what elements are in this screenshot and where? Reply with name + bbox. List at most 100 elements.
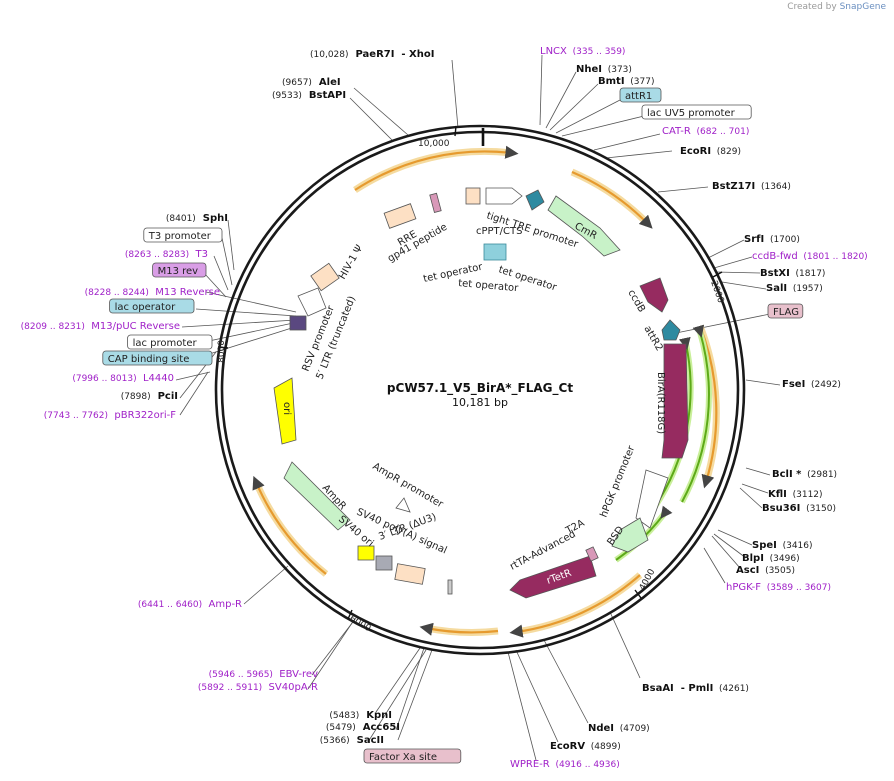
site-pos: (3150): [800, 504, 836, 514]
site-name: CAP binding site: [108, 354, 190, 365]
site-name: M13 rev: [158, 266, 199, 277]
site-pos: (9533): [272, 91, 302, 101]
inner-features: [273, 187, 689, 599]
site-pos: (1957): [787, 284, 823, 294]
site-label-lncx: LNCX (335 .. 359): [540, 46, 625, 57]
site-name: SV40pA-R: [262, 682, 318, 693]
ring-ticks: [217, 125, 723, 620]
site-name: NdeI: [588, 723, 614, 734]
site-label-pbr322ori-f: (7743 .. 7762) pBR322ori-F: [44, 410, 176, 421]
site-label-blpi: BlpI (3496): [742, 553, 800, 564]
site-name: Amp-R: [202, 599, 242, 610]
label-gp41-peptide: gp41 peptide: [386, 222, 449, 265]
site-label-sali: SalI (1957): [766, 283, 823, 294]
site-label-nhei: NheI (373): [576, 64, 632, 75]
svg-text:NdeI (4709): NdeI (4709): [588, 723, 650, 734]
site-name: lac promoter: [133, 338, 198, 349]
svg-text:BstZ17I (1364): BstZ17I (1364): [712, 181, 791, 192]
svg-text:EcoRI (829): EcoRI (829): [680, 146, 741, 157]
feature-gp41-box: [429, 192, 442, 213]
site-range: (8263 .. 8283): [125, 250, 189, 260]
site-label-bstz17i: BstZ17I (1364): [712, 181, 791, 192]
label-attr2: attR2: [641, 324, 664, 353]
svg-text:hPGK-F (3589 .. 3607): hPGK-F (3589 .. 3607): [726, 582, 831, 593]
site-range: (8209 .. 8231): [21, 322, 85, 332]
svg-text:BlpI (3496): BlpI (3496): [742, 553, 800, 564]
site-label-sphi: (8401) SphI: [166, 213, 228, 224]
site-name: CAT-R: [662, 126, 691, 137]
site-pos: (2981): [801, 470, 837, 480]
site-label-amp-r: (6441 .. 6460) Amp-R: [138, 599, 242, 610]
site-label-acc65i: (5479) Acc65I: [326, 722, 400, 733]
site-label-flag: FLAG: [767, 303, 804, 319]
site-pos: (377): [625, 77, 655, 87]
backbone-ring: [214, 124, 746, 656]
site-label-bsu36i: Bsu36I (3150): [762, 503, 836, 514]
site-name: FseI: [782, 379, 805, 390]
feature-cppt-box: [465, 187, 481, 205]
svg-text:(9533) BstAPI: (9533) BstAPI: [272, 90, 346, 101]
site-name: lac operator: [115, 302, 176, 313]
svg-text:(5892 .. 5911) SV40pA-R: (5892 .. 5911) SV40pA-R: [198, 682, 318, 693]
site-label-cap-binding-site: CAP binding site: [102, 350, 213, 366]
site-label-m13-reverse: (8228 .. 8244) M13 Reverse: [85, 287, 220, 298]
feature-ampr-arrow: [283, 461, 351, 531]
snapgene-logo: SnapGene: [839, 2, 886, 12]
site-name: PaeR7I: [349, 49, 395, 60]
site-name: SrfI: [744, 234, 764, 245]
site-label-m13-puc-reverse: (8209 .. 8231) M13/pUC Reverse: [21, 321, 180, 332]
feature-attr2-mark: [661, 319, 681, 341]
svg-text:BsaAI - PmlI (4261): BsaAI - PmlI (4261): [642, 683, 749, 694]
feature-ampr-promoter-arrow: [395, 497, 411, 513]
site-label-ecorv: EcoRV (4899): [550, 741, 621, 752]
svg-text:(8401) SphI: (8401) SphI: [166, 213, 228, 224]
site-label-wpre-r: WPRE-R (4916 .. 4936): [510, 759, 620, 770]
site-pos: (829): [711, 147, 741, 157]
feature-tet-operator-box: [483, 243, 507, 261]
label-ori: ori: [281, 402, 292, 415]
site-name: NheI: [576, 64, 602, 75]
site-pos: (7898): [121, 392, 151, 402]
svg-text:(5479) Acc65I: (5479) Acc65I: [326, 722, 400, 733]
site-label-lac-operator: lac operator: [109, 298, 195, 314]
site-label-bcli-: BclI * (2981): [772, 469, 837, 480]
site-range: (7743 .. 7762): [44, 411, 108, 421]
site-label-kfli: KflI (3112): [768, 489, 823, 500]
svg-text:ccdB-fwd (1801 .. 1820): ccdB-fwd (1801 .. 1820): [752, 251, 868, 262]
site-name: EcoRI: [680, 146, 711, 157]
site-pos: (8401): [166, 214, 196, 224]
site-name: Factor Xa site: [369, 752, 437, 763]
site-name: attR1: [625, 91, 652, 102]
feature-rre-box: [383, 203, 417, 229]
site-pos: (10,028): [310, 50, 349, 60]
site-name: KflI: [768, 489, 787, 500]
plasmid-size: 10,181 bp: [452, 396, 508, 409]
site-pos: (1817): [790, 269, 826, 279]
site-name: BstAPI: [302, 90, 346, 101]
svg-text:SrfI (1700): SrfI (1700): [744, 234, 800, 245]
site-pos: (9657): [282, 78, 312, 88]
svg-text:(7996 .. 8013) L4440: (7996 .. 8013) L4440: [72, 373, 174, 384]
site-label-m13-rev: M13 rev: [152, 262, 207, 278]
feature-bsd-arrow: [611, 517, 649, 553]
feature-attr1-mark: [525, 189, 545, 211]
feature-ori-arrow: [273, 377, 297, 445]
plasmid-name: pCW57.1_V5_BirA*_FLAG_Ct: [387, 381, 573, 396]
label-hpgk-promoter: hPGK promoter: [599, 443, 638, 519]
site-name: AleI: [312, 77, 341, 88]
site-name: BstZ17I: [712, 181, 755, 192]
site-label-sacii: (5366) SacII: [320, 735, 384, 746]
site-extra: - XhoI: [394, 49, 434, 60]
feature-rsv-arrow: [297, 287, 327, 317]
feature-factor-xa-mark: [447, 579, 453, 595]
site-name: EBV-rev: [273, 669, 318, 680]
site-name: AscI: [736, 565, 759, 576]
site-pos: (2492): [805, 380, 841, 390]
feature-hiv-psi-box: [310, 262, 340, 292]
site-name: hPGK-F: [726, 582, 761, 593]
site-label-ccdb-fwd: ccdB-fwd (1801 .. 1820): [752, 251, 868, 262]
site-label-spei: SpeI (3416): [752, 540, 813, 551]
site-name: EcoRV: [550, 741, 585, 752]
site-pos: (5483): [329, 711, 359, 721]
